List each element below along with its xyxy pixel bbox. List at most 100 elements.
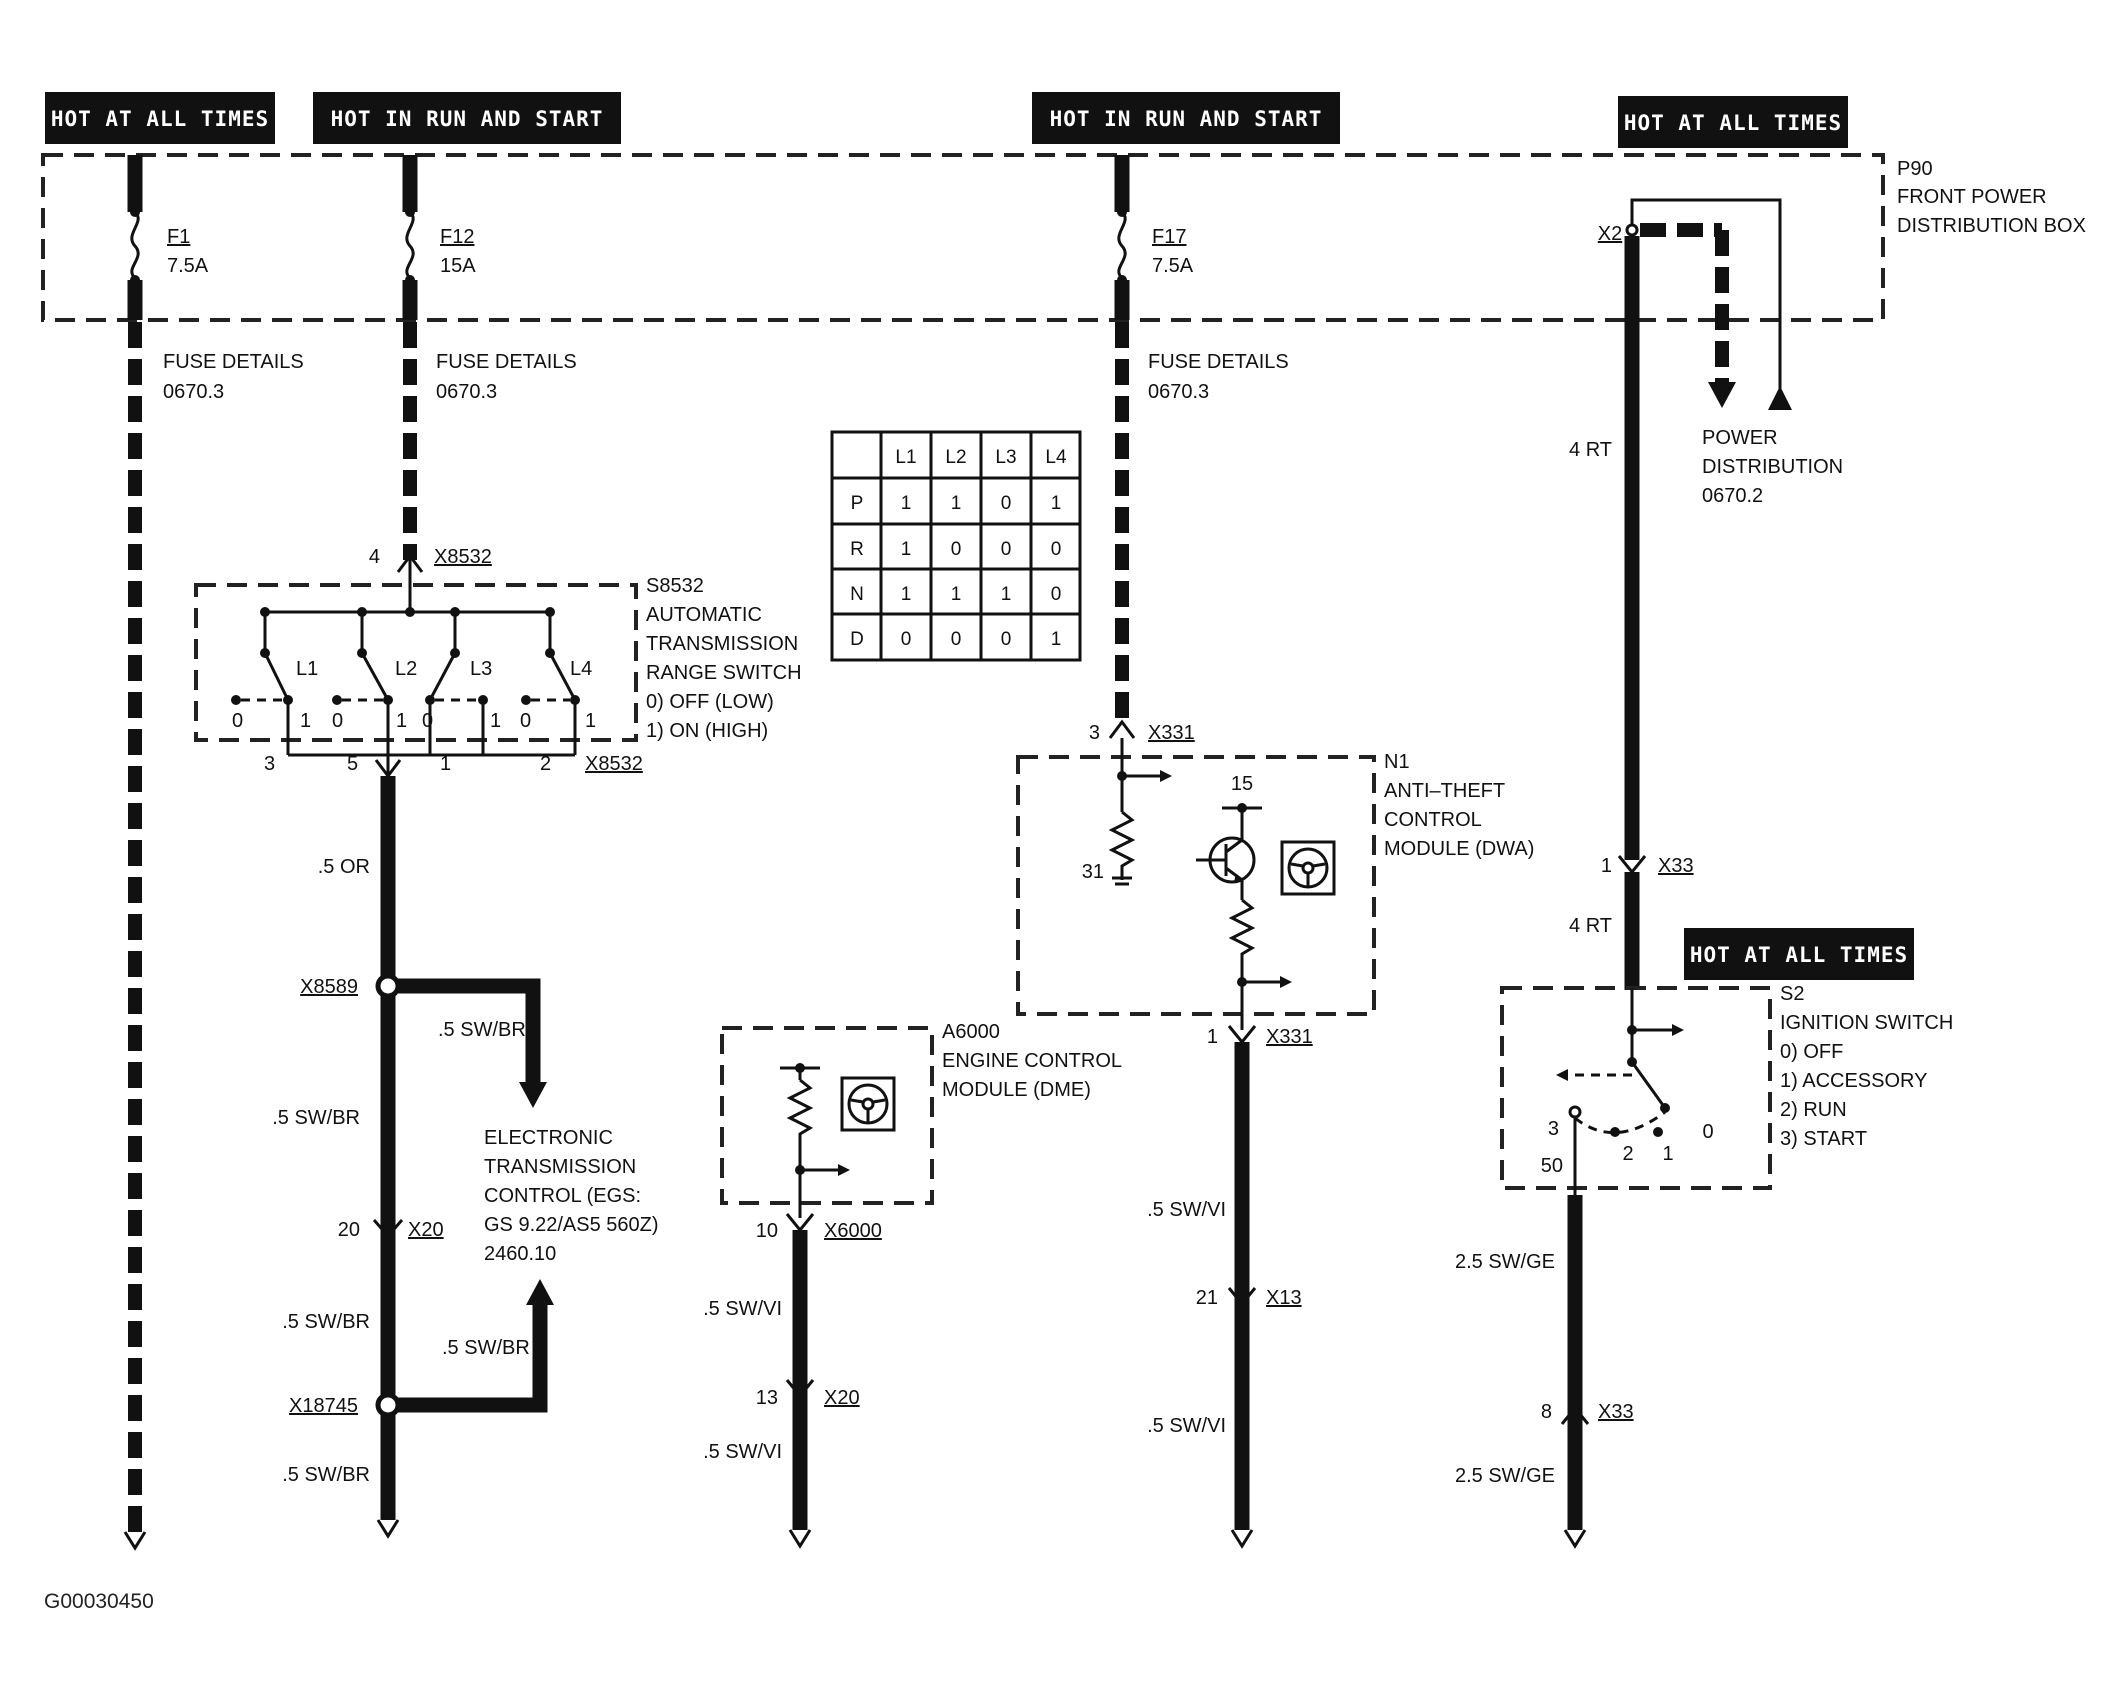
range-switch-box [194,583,638,742]
ignition-switch-box [1500,986,1772,1190]
table-cell: 0 [1051,584,1062,605]
egs-line4: GS 9.22/AS5 560Z) [484,1214,659,1236]
x331-in-connector [1108,719,1136,739]
ignition-switch-internal [1556,988,1684,1200]
egs-branch-wire-bottom [398,1305,548,1413]
table-cell: 0 [1051,539,1062,560]
splice-x8589-label: X8589 [300,976,358,998]
splice-x8589 [375,973,401,999]
l3-pos-0: 0 [422,710,433,732]
n1-wire-1: .5 SW/VI [1147,1199,1226,1221]
p90-line1: FRONT POWER [1897,186,2047,208]
n1-wire-2: .5 SW/VI [1147,1415,1226,1437]
left-wire-5: .5 SW/BR [442,1337,530,1359]
x20-connector [372,1219,404,1239]
l4-pos-0: 0 [520,710,531,732]
l1-pos-0: 0 [232,710,243,732]
svg-text:15A: 15A [440,255,476,277]
n1-pin-31: 31 [1082,861,1104,883]
wire-4rt-top: 4 RT [1569,439,1612,461]
egs-line5: 2460.10 [484,1243,556,1265]
egs-branch-wire-top [398,978,541,1082]
f17-fuse-details: FUSE DETAILS [1148,351,1289,373]
n1-pin-15: 15 [1231,773,1253,795]
s2-pos-1: 1 [1662,1143,1673,1165]
table-cell: 1 [951,493,962,514]
l3-pos-1: 1 [490,710,501,732]
power-distribution-return [1630,198,1782,390]
table-cell: 1 [901,539,912,560]
table-header-l2: L2 [945,447,966,468]
egs-arrow-up [526,1279,554,1305]
s2-pos-2: 2 [1622,1143,1633,1165]
l2-pos-0: 0 [332,710,343,732]
s2-wire-1: 2.5 SW/GE [1455,1251,1555,1273]
table-cell: 0 [951,629,962,650]
anti-theft-module-box [1016,755,1376,1016]
engine-control-internal [780,1063,850,1218]
x2-node [1625,223,1639,237]
s8532-out-pin-5: 5 [347,753,358,775]
svg-text:F17: F17 [1152,226,1186,248]
s2-x33: X33 [1658,855,1694,877]
engine-control-continuation [788,1529,812,1549]
power-feed-arrow [1708,382,1736,408]
table-row-label: P [851,493,864,514]
power-return-arrow [1768,386,1792,410]
left-wire-4: .5 SW/BR [282,1311,370,1333]
anti-theft-continuation [1230,1529,1254,1549]
s2-id: S2 [1780,983,1804,1005]
a6000-pin-13: 13 [756,1387,778,1409]
switch-label-l4: L4 [570,658,592,680]
s2-pin-1: 1 [1601,855,1612,877]
s2-line5: 3) START [1780,1128,1867,1150]
table-cell: 0 [951,539,962,560]
table-cell: 1 [951,584,962,605]
range-switch-truth-table: L1 L2 L3 L4 P 1 1 0 1 R 1 0 0 0 N 1 1 1 … [830,430,1082,662]
svg-text:F1: F1 [167,226,190,248]
n1-conn-in: X331 [1148,722,1195,744]
svg-text:HOT AT ALL TIMES: HOT AT ALL TIMES [51,107,269,131]
table-cell: 1 [901,584,912,605]
x33-connector-2 [1560,1405,1590,1425]
table-header-l4: L4 [1045,447,1067,468]
table-row-label: R [850,539,864,560]
a6000-wire-2: .5 SW/VI [703,1441,782,1463]
start-wire-continuation [1563,1529,1587,1549]
s8532-line2: TRANSMISSION [646,633,798,655]
egs-line3: CONTROL (EGS: [484,1185,641,1207]
egs-arrow-down [519,1082,547,1108]
splice-x18745 [375,1392,401,1418]
table-header-l1: L1 [895,447,916,468]
s8532-line4: 0) OFF (LOW) [646,691,774,713]
x2-label: X2 [1598,223,1622,245]
svg-text:HOT IN RUN AND START: HOT IN RUN AND START [1050,107,1323,131]
a6000-conn-out: X6000 [824,1220,882,1242]
a6000-line1: ENGINE CONTROL [942,1050,1122,1072]
s2-line1: IGNITION SWITCH [1780,1012,1953,1034]
a6000-x20: X20 [824,1387,860,1409]
fuse-f12: F12 15A [402,155,476,320]
n1-x13: X13 [1266,1287,1302,1309]
table-cell: 0 [901,629,912,650]
table-row-label: N [850,584,864,605]
s2-wire-4rt: 4 RT [1569,915,1612,937]
left-wire-3: .5 SW/BR [272,1107,360,1129]
steering-wheel-icon [1280,840,1336,896]
image-code: G00030450 [44,1590,154,1613]
f1-fuse-ref: 0670.3 [163,381,224,403]
svg-text:7.5A: 7.5A [167,255,209,277]
switch-label-l1: L1 [296,658,318,680]
s2-pin-50: 50 [1541,1155,1563,1177]
table-row-label: D [850,629,864,650]
table-cell: 1 [1051,629,1062,650]
svg-text:HOT IN RUN AND START: HOT IN RUN AND START [331,107,604,131]
a6000-line2: MODULE (DME) [942,1079,1091,1101]
front-power-distribution-box [41,153,1885,322]
n1-line2: CONTROL [1384,809,1482,831]
table-cell: 1 [1001,584,1012,605]
s2-x33b: X33 [1598,1401,1634,1423]
splice-x18745-label: X18745 [289,1395,358,1417]
x8532-in-connector [396,553,424,573]
table-cell: 0 [1001,493,1012,514]
